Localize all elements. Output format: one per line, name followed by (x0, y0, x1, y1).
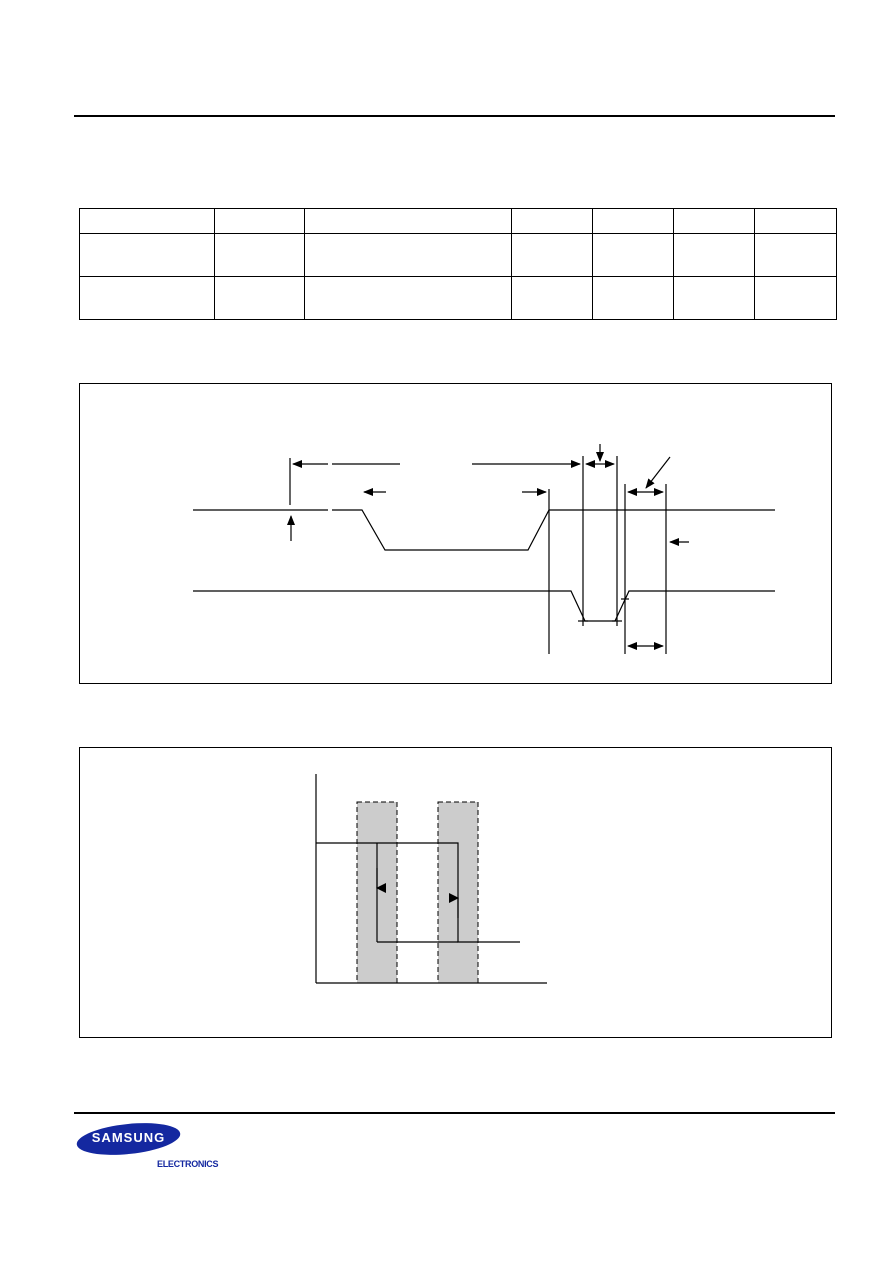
table-cell (592, 276, 674, 320)
logo-word: SAMSUNG (76, 1122, 181, 1156)
table-row (79, 233, 837, 277)
table-cell (511, 233, 593, 277)
hysteresis-diagram-panel (79, 747, 832, 1038)
hysteresis-diagram (315, 774, 547, 984)
table-cell (673, 208, 755, 234)
table-cell (511, 208, 593, 234)
table-cell (79, 276, 215, 320)
table-cell (592, 208, 674, 234)
table-cell (673, 233, 755, 277)
logo-ellipse (76, 1123, 181, 1155)
spec-table (79, 208, 837, 320)
table-cell (754, 208, 837, 234)
header-rule (74, 115, 835, 117)
table-cell (214, 276, 305, 320)
table-cell (754, 233, 837, 277)
table-cell (304, 208, 512, 234)
dimension-arrow (645, 456, 671, 489)
lower-waveform (193, 590, 775, 622)
table-cell (754, 276, 837, 320)
upper-waveform-pulse (332, 509, 775, 551)
timing-diagram-panel (79, 383, 832, 684)
timing-diagram (193, 444, 775, 654)
table-cell (673, 276, 755, 320)
table-header-row (79, 208, 837, 234)
table-cell (304, 233, 512, 277)
brand-name: SAMSUNG (91, 1130, 166, 1145)
table-cell (79, 208, 215, 234)
hysteresis-loop (316, 842, 520, 943)
table-cell (304, 276, 512, 320)
table-cell (592, 233, 674, 277)
division-name: ELECTRONICS (157, 1159, 219, 1169)
table-cell (214, 233, 305, 277)
table-cell (511, 276, 593, 320)
table-cell (79, 233, 215, 277)
footer-rule (74, 1112, 835, 1114)
samsung-logo: SAMSUNG ELECTRONICS (76, 1122, 226, 1172)
table-row (79, 276, 837, 320)
table-cell (214, 208, 305, 234)
